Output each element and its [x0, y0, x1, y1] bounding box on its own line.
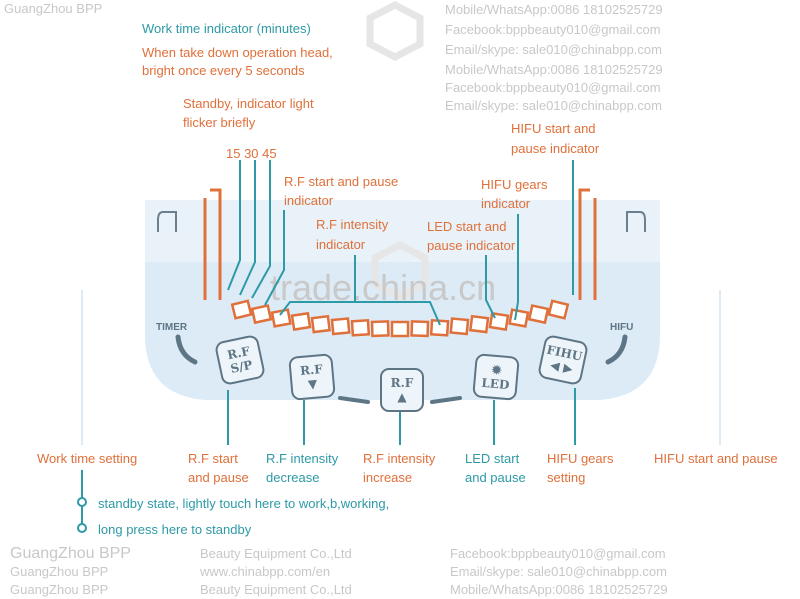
label-rf-start-1: R.F start and pause: [284, 174, 399, 189]
indicator-segments: [230, 299, 570, 338]
note-standby: standby state, lightly touch here to wor…: [98, 496, 390, 511]
rf-intensity-increase-button[interactable]: R.F▲: [380, 368, 424, 412]
indicator-segment: [350, 318, 371, 337]
indicator-segment: [429, 318, 450, 337]
indicator-segment: [468, 314, 490, 334]
watermark-mobile: Mobile/WhatsApp:0086 18102525729: [445, 2, 663, 17]
label-rf-start-1: R.F start: [188, 451, 238, 466]
hifu-label: HIFU: [610, 322, 634, 333]
label-led-1: LED start and: [427, 219, 507, 234]
note-bullet: [77, 523, 87, 533]
label-rf-start-2: and pause: [188, 470, 249, 485]
label-rf-decrease-2: decrease: [266, 470, 320, 485]
label-hifu-start: HIFU start and pause: [654, 451, 778, 466]
label-led-1: LED start: [465, 451, 520, 466]
indicator-segment: [390, 320, 410, 338]
rf-intensity-decrease-button[interactable]: R.F▼: [288, 353, 336, 401]
watermark-company: GuangZhou BPP: [10, 564, 109, 579]
label-led-2: and pause: [465, 470, 526, 485]
watermark-facebook: Facebook:bppbeauty010@gmail.com: [450, 546, 666, 561]
label-rf-increase-1: R.F intensity: [363, 451, 436, 466]
watermark-email: Email/skype: sale010@chinabpp.com: [445, 42, 662, 57]
watermark-company: GuangZhou BPP: [4, 1, 103, 16]
indicator-segment: [230, 299, 253, 320]
indicator-segment: [330, 317, 351, 336]
indicator-segment: [310, 314, 332, 334]
watermark-facebook: Facebook:bppbeauty010@gmail.com: [445, 22, 661, 37]
indicator-segment: [488, 311, 510, 331]
indicator-segment: [547, 299, 570, 320]
indicator-arm-right: [578, 188, 597, 300]
indicator-segment: [270, 308, 292, 328]
hifu-touch-arc: [605, 334, 628, 365]
watermark-email: Email/skype: sale010@chinabpp.com: [450, 564, 667, 579]
label-rf-decrease-1: R.F intensity: [266, 451, 339, 466]
label-rf-increase-2: increase: [363, 470, 413, 485]
label-standby-1: Standby, indicator light: [183, 96, 314, 111]
button-line1: R.F: [299, 362, 324, 378]
label-rf-start-2: indicator: [284, 193, 334, 208]
button-line2: S/P: [229, 357, 254, 376]
label-take-down-1: When take down operation head,: [142, 45, 333, 60]
indicator-arm-left: [203, 188, 222, 300]
led-start-pause-button[interactable]: ✹LED: [472, 353, 520, 401]
watermark-mobile: Mobile/WhatsApp:0086 18102525729: [445, 62, 663, 77]
indicator-segment: [370, 320, 390, 338]
indicator-segment: [527, 304, 550, 325]
indicator-segment: [449, 317, 470, 336]
button-line1: R.F: [390, 376, 414, 390]
indicator-segment: [250, 304, 273, 325]
watermark-company: GuangZhou BPP: [10, 582, 109, 597]
note-bullet: [77, 497, 87, 507]
watermark-logo: [366, 1, 424, 61]
label-take-down-2: bright once every 5 seconds: [142, 63, 305, 78]
watermark-company2: Beauty Equipment Co.,Ltd: [200, 546, 352, 561]
watermark-company2: Beauty Equipment Co.,Ltd: [200, 582, 352, 597]
label-hifu-start-1: HIFU start and: [511, 121, 596, 136]
button-line1: ✹: [490, 362, 503, 378]
label-hifu-gears-2: setting: [547, 470, 586, 485]
label-work-time-indicator: Work time indicator (minutes): [142, 21, 311, 36]
timer-label: TIMER: [156, 322, 188, 333]
label-minutes: 15 30 45: [226, 146, 277, 161]
button-line2: LED: [480, 375, 510, 393]
hifu-gears-button[interactable]: FIHU◀ ▶: [536, 333, 590, 387]
label-led-2: pause indicator: [427, 238, 516, 253]
timer-touch-arc: [175, 334, 198, 365]
label-rf-intensity-2: indicator: [316, 237, 366, 252]
label-hifu-gears-1: HIFU gears: [547, 451, 614, 466]
button-line2: ▲: [397, 390, 407, 404]
button-line2: ▼: [307, 376, 318, 392]
label-hifu-gears-1: HIFU gears: [481, 177, 548, 192]
label-hifu-gears-2: indicator: [481, 196, 531, 211]
label-hifu-start-2: pause indicator: [511, 141, 600, 156]
label-standby-2: flicker briefly: [183, 115, 256, 130]
label-work-time-setting: Work time setting: [37, 451, 138, 466]
watermark-site: www.chinabpp.com/en: [200, 564, 331, 579]
watermark-email: Email/skype: sale010@chinabpp.com: [445, 98, 662, 113]
indicator-segment: [410, 320, 430, 338]
indicator-segment: [290, 311, 312, 331]
watermark-mobile: Mobile/WhatsApp:0086 18102525729: [450, 582, 668, 597]
note-long-press: long press here to standby: [98, 522, 252, 537]
watermark-facebook: Facebook:bppbeauty010@gmail.com: [445, 80, 661, 95]
label-rf-intensity-1: R.F intensity: [316, 217, 389, 232]
watermark-company: GuangZhou BPP: [10, 545, 131, 562]
indicator-segment: [508, 308, 530, 328]
